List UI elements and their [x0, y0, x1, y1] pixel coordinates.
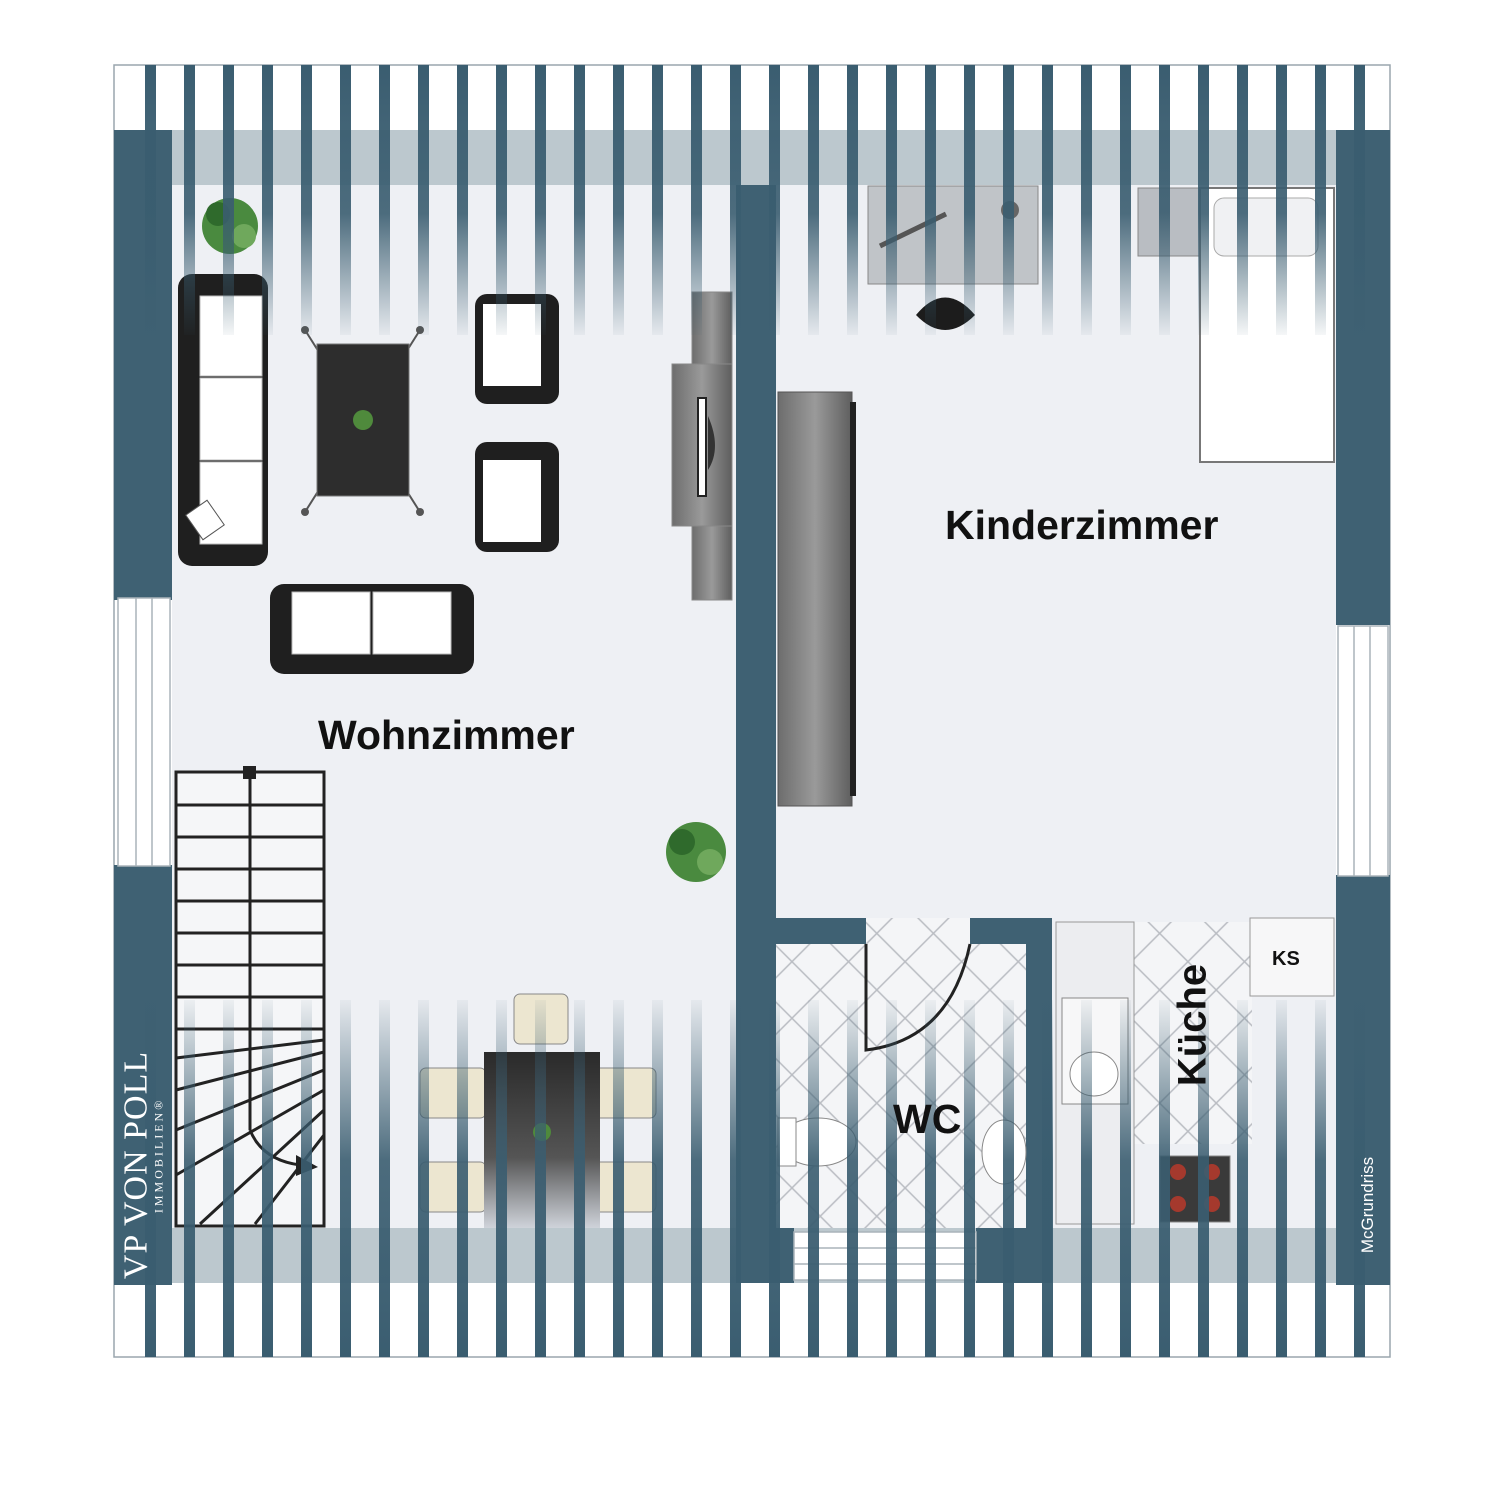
- roof-beam-bottom: [964, 1000, 975, 1357]
- sofa-left: [178, 274, 268, 566]
- roof-beam-bottom: [1159, 1000, 1170, 1357]
- roof-beam-top: [1198, 65, 1209, 335]
- roof-beam-top: [613, 65, 624, 335]
- roof-beam-top: [535, 65, 546, 335]
- brand-logo: VP VON POLL IMMOBILIEN®: [118, 1051, 167, 1279]
- roof-beam-top: [1003, 65, 1014, 335]
- roof-beam-top: [301, 65, 312, 335]
- roof-beam-bottom: [1354, 1000, 1365, 1357]
- wc-door-floor: [866, 918, 970, 948]
- roof-beam-bottom: [418, 1000, 429, 1357]
- roof-beam-top: [691, 65, 702, 335]
- coffee-table: [301, 326, 424, 516]
- roof-beam-top: [925, 65, 936, 335]
- roof-beam-top: [1354, 65, 1365, 335]
- roof-beam-bottom: [301, 1000, 312, 1357]
- roof-beam-top: [1237, 65, 1248, 335]
- roof-beam-bottom: [1120, 1000, 1131, 1357]
- room-label-kids: Kinderzimmer: [945, 502, 1219, 548]
- roof-beam-top: [652, 65, 663, 335]
- roof-beam-bottom: [145, 1000, 156, 1357]
- roof-beam-top: [1276, 65, 1287, 335]
- roof-beam-top: [847, 65, 858, 335]
- tv-unit: [671, 291, 733, 601]
- roof-beam-bottom: [886, 1000, 897, 1357]
- fridge-label: KS: [1272, 948, 1300, 970]
- roof-beam-bottom: [1198, 1000, 1209, 1357]
- roof-beam-bottom: [223, 1000, 234, 1357]
- roof-beam-top: [184, 65, 195, 335]
- roof-beam-bottom: [1042, 1000, 1053, 1357]
- roof-beam-bottom: [769, 1000, 780, 1357]
- roof-beam-bottom: [535, 1000, 546, 1357]
- roof-beam-bottom: [574, 1000, 585, 1357]
- roof-beam-bottom: [1276, 1000, 1287, 1357]
- roof-beam-bottom: [847, 1000, 858, 1357]
- roof-beam-bottom: [1003, 1000, 1014, 1357]
- roof-beam-top: [1120, 65, 1131, 335]
- roof-beam-top: [418, 65, 429, 335]
- roof-beam-top: [379, 65, 390, 335]
- roof-beam-top: [457, 65, 468, 335]
- outer-walls: [114, 130, 1390, 1285]
- roof-beam-top: [730, 65, 741, 335]
- roof-beam-bottom: [457, 1000, 468, 1357]
- roof-beam-top: [964, 65, 975, 335]
- roof-beam-top: [340, 65, 351, 335]
- kitchen-tile-floor: [1134, 922, 1252, 1144]
- sofa-bottom: [270, 584, 474, 674]
- roof-beam-top: [808, 65, 819, 335]
- roof-beam-bottom: [340, 1000, 351, 1357]
- roof-beam-bottom: [1315, 1000, 1326, 1357]
- logo-mark: VP: [117, 1234, 155, 1280]
- roof-beam-top: [1315, 65, 1326, 335]
- windows: [117, 597, 1389, 1281]
- credit-text: McGrundriss: [1358, 1156, 1377, 1254]
- roof-beam-bottom: [379, 1000, 390, 1357]
- roof-beam-top: [1159, 65, 1170, 335]
- roof-beam-bottom: [1237, 1000, 1248, 1357]
- roof-beam-bottom: [496, 1000, 507, 1357]
- logo-name: VON POLL: [117, 1050, 155, 1227]
- roof-beam-top: [769, 65, 780, 335]
- roof-beam-top: [1042, 65, 1053, 335]
- room-label-wc: WC: [893, 1096, 962, 1142]
- roof-beam-top: [1081, 65, 1092, 335]
- roof-beam-top: [886, 65, 897, 335]
- room-label-kitchen: Küche: [1170, 963, 1215, 1087]
- roof-beam-top: [574, 65, 585, 335]
- wardrobe: [777, 391, 856, 807]
- roof-beam-top: [145, 65, 156, 335]
- roof-beam-bottom: [925, 1000, 936, 1357]
- roof-beam-bottom: [808, 1000, 819, 1357]
- roof-beam-bottom: [262, 1000, 273, 1357]
- roof-beam-bottom: [691, 1000, 702, 1357]
- room-label-living: Wohnzimmer: [318, 712, 575, 758]
- staircase: [174, 766, 326, 1228]
- roof-beam-bottom: [613, 1000, 624, 1357]
- roof-beams: [145, 65, 1365, 1357]
- roof-beam-bottom: [1081, 1000, 1092, 1357]
- roof-beam-top: [223, 65, 234, 335]
- roof-beam-top: [496, 65, 507, 335]
- roof-beam-top: [262, 65, 273, 335]
- roof-beam-bottom: [184, 1000, 195, 1357]
- roof-beam-bottom: [730, 1000, 741, 1357]
- roof-beam-bottom: [652, 1000, 663, 1357]
